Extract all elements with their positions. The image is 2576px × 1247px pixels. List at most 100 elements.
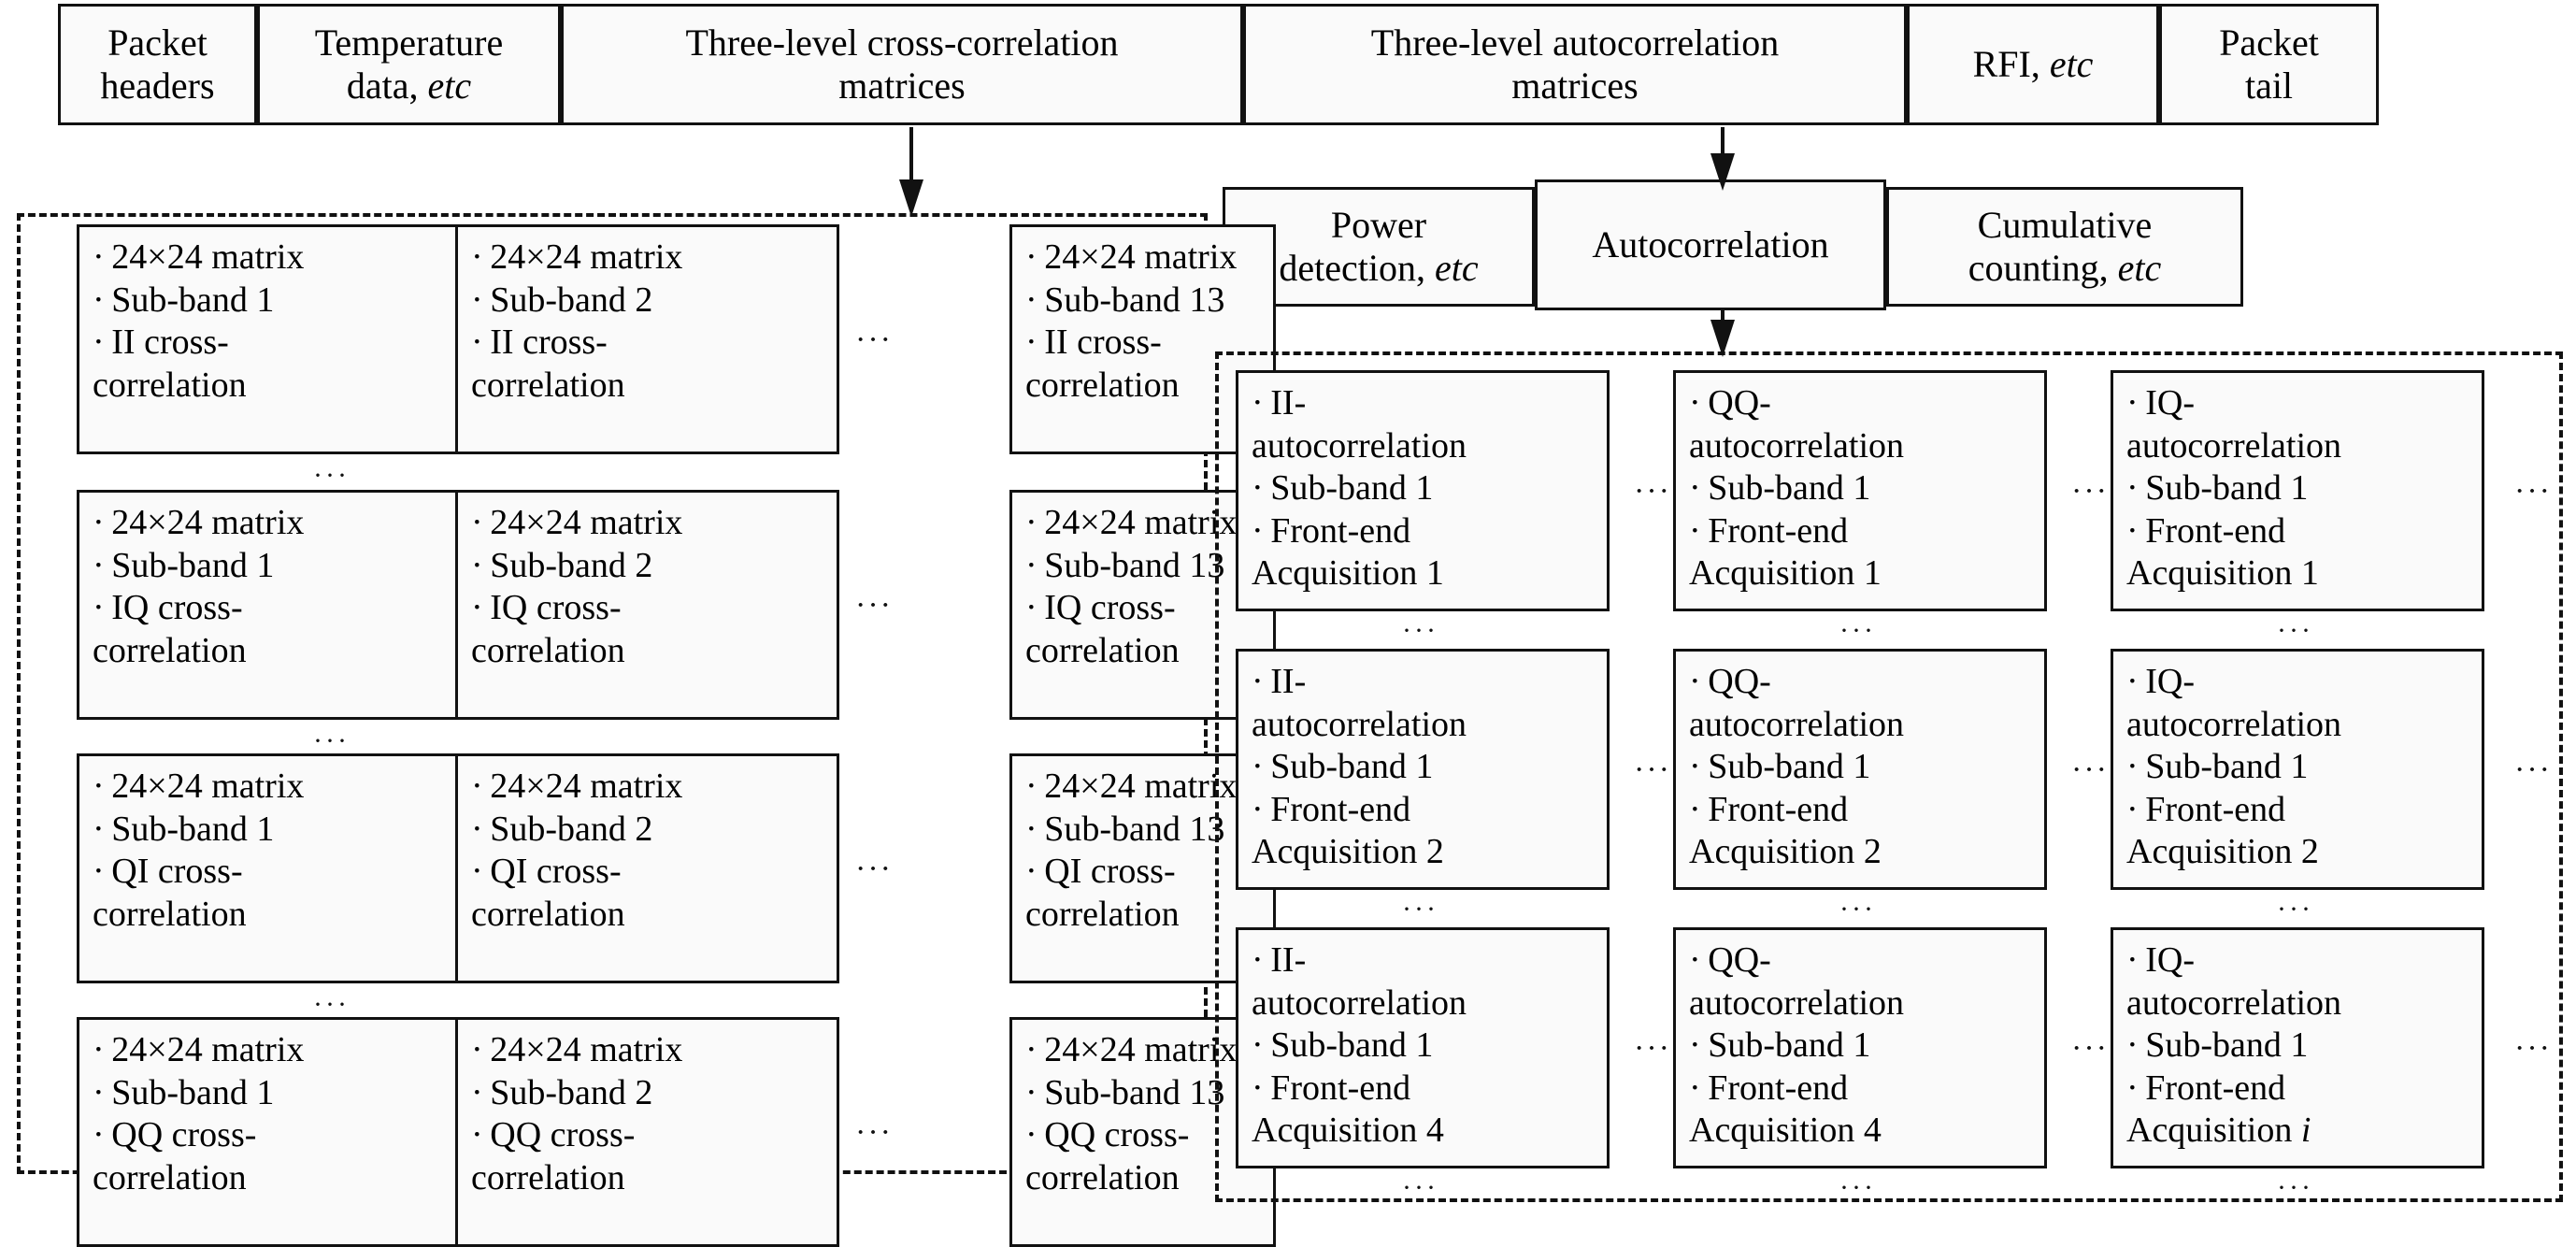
cross-correlation-cell-line: QI cross- [471,851,831,894]
middle-cell-line-text: detection, [1279,247,1435,289]
autocorrelation-cell-line: Acquisition 4 [1689,1110,2039,1153]
header-cell-line: headers [100,64,215,107]
autocorrelation-cell-line: autocorrelation [1689,982,1905,1023]
cross-correlation-cell-line: 24×24 matrix [471,766,831,809]
autocorrelation-arrow-top-head [1710,153,1735,191]
autocorrelation-row-ellipsis: ··· [2277,615,2313,646]
autocorrelation-cell-line: autocorrelation [2126,704,2342,744]
autocorrelation-col-ellipsis: ··· [2071,1031,2109,1066]
cross-correlation-cell: 24×24 matrixSub-band 1QI cross-correlati… [77,753,458,983]
autocorrelation-cell-line: II- [1252,661,1601,704]
cross-correlation-cell-line: 24×24 matrix [471,502,831,545]
cross-correlation-cell-line: Sub-band 13 [1025,280,1267,322]
header-cell-line: matrices [1511,64,1639,107]
middle-cell-italic-tail: etc [1434,247,1479,289]
autocorrelation-cell-line: Front-end [1252,789,1601,832]
cross-correlation-cell-line: Sub-band 1 [93,280,450,322]
autocorrelation-cell-line: Sub-band 1 [2126,1025,2476,1068]
header-cell-line: RFI, etc [1973,43,2094,86]
cross-correlation-cell-line: IQ cross- [1025,587,1267,630]
cross-correlation-cell-line: Sub-band 1 [93,545,450,588]
cross-correlation-row-ellipsis: ··· [313,725,350,756]
cross-correlation-cell-line: correlation [471,1157,625,1197]
cross-correlation-cell-line: Sub-band 2 [471,809,831,852]
autocorrelation-cell-line: autocorrelation [1689,425,1905,466]
cross-correlation-cell-line: QI cross- [1025,851,1267,894]
header-cell-line: Temperature [314,22,504,64]
autocorrelation-col-ellipsis: ··· [1634,474,1671,509]
autocorrelation-cell-line: II- [1252,382,1601,425]
middle-cell-line: counting, etc [1968,247,2162,290]
cross-correlation-cell-line: correlation [93,630,247,670]
autocorrelation-row-ellipsis: ··· [2277,1172,2313,1203]
cross-correlation-arrow-head [899,179,923,217]
cross-correlation-cell-line: Sub-band 2 [471,280,831,322]
cross-correlation-cell-line: IQ cross- [471,587,831,630]
cross-correlation-row-ellipsis: ··· [313,989,350,1020]
autocorrelation-cell: II-autocorrelationSub-band 1Front-endAcq… [1236,370,1610,611]
autocorrelation-cell: QQ-autocorrelationSub-band 1Front-endAcq… [1673,649,2047,890]
autocorrelation-cell-italic-index: i [2300,1111,2311,1151]
cross-correlation-cell-line: Sub-band 1 [93,809,450,852]
cross-correlation-cell-line: correlation [93,894,247,934]
autocorrelation-cell-line: Sub-band 1 [2126,746,2476,789]
autocorrelation-cell-line: Front-end [1689,510,2039,553]
cross-correlation-cell-line: correlation [1025,894,1180,934]
autocorrelation-row-ellipsis: ··· [1402,1172,1438,1203]
autocorrelation-arrow-bottom-line [1721,308,1724,322]
middle-cell-italic-tail: etc [2117,247,2162,289]
cross-correlation-cell-line: correlation [471,365,625,405]
header-cell-line: matrices [838,64,966,107]
autocorrelation-cell-line-text: Acquisition 1 [1252,553,1444,594]
cross-correlation-cell-line: 24×24 matrix [1025,1029,1267,1072]
autocorrelation-cell-line: Front-end [2126,510,2476,553]
autocorrelation-cell-line: Sub-band 1 [1252,1025,1601,1068]
middle-cell-line: Autocorrelation [1592,223,1829,266]
cross-correlation-cell: 24×24 matrixSub-band 2QI cross-correlati… [458,753,839,983]
autocorrelation-col-ellipsis: ··· [1634,752,1671,787]
autocorrelation-cell-line: Acquisition 2 [1689,831,2039,874]
autocorrelation-col-ellipsis: ··· [2514,1031,2552,1066]
header-cell-italic-tail: etc [2049,43,2094,86]
cross-correlation-cell: 24×24 matrixSub-band 1IQ cross-correlati… [77,490,458,720]
cross-correlation-cell: 24×24 matrixSub-band 2IQ cross-correlati… [458,490,839,720]
cross-correlation-cell-line: IQ cross- [93,587,450,630]
autocorrelation-cell-line: autocorrelation [2126,982,2342,1023]
cross-correlation-cell-line: QI cross- [93,851,450,894]
cross-correlation-cell-line: 24×24 matrix [1025,236,1267,280]
autocorrelation-cell-line: autocorrelation [1252,982,1467,1023]
autocorrelation-cell-line: II- [1252,939,1601,982]
cross-correlation-cell-line: correlation [1025,365,1180,405]
header-cell-text-4: RFI, etc [1973,43,2094,86]
autocorrelation-cell-line: Sub-band 1 [1689,746,2039,789]
autocorrelation-cell-line: Sub-band 1 [1252,746,1601,789]
autocorrelation-cell: QQ-autocorrelationSub-band 1Front-endAcq… [1673,927,2047,1168]
autocorrelation-cell-line: Front-end [1689,789,2039,832]
autocorrelation-cell-line: Front-end [2126,1068,2476,1111]
cross-correlation-cell-line: 24×24 matrix [93,236,450,280]
middle-cell-text-1: Autocorrelation [1592,223,1828,266]
autocorrelation-cell-line-text: Acquisition 2 [2126,832,2319,872]
cross-correlation-cell-line: correlation [93,1157,247,1197]
autocorrelation-cell-line: Front-end [1252,510,1601,553]
cross-correlation-col-ellipsis: ··· [855,1115,893,1150]
cross-correlation-cell: 24×24 matrixSub-band 1QQ cross-correlati… [77,1017,458,1247]
autocorrelation-cell-line: Acquisition 1 [1252,552,1601,595]
autocorrelation-col-ellipsis: ··· [2071,474,2109,509]
cross-correlation-cell-line: Sub-band 13 [1025,545,1267,588]
autocorrelation-cell-line-text: Acquisition 4 [1252,1111,1444,1151]
header-cell-line: data, etc [315,64,504,108]
header-cell-line-text: data, [346,64,428,107]
cross-correlation-cell-line: Sub-band 13 [1025,1072,1267,1115]
cross-correlation-arrow-line [909,127,913,181]
cross-correlation-cell-line: correlation [471,894,625,934]
cross-correlation-cell-line: Sub-band 13 [1025,809,1267,852]
